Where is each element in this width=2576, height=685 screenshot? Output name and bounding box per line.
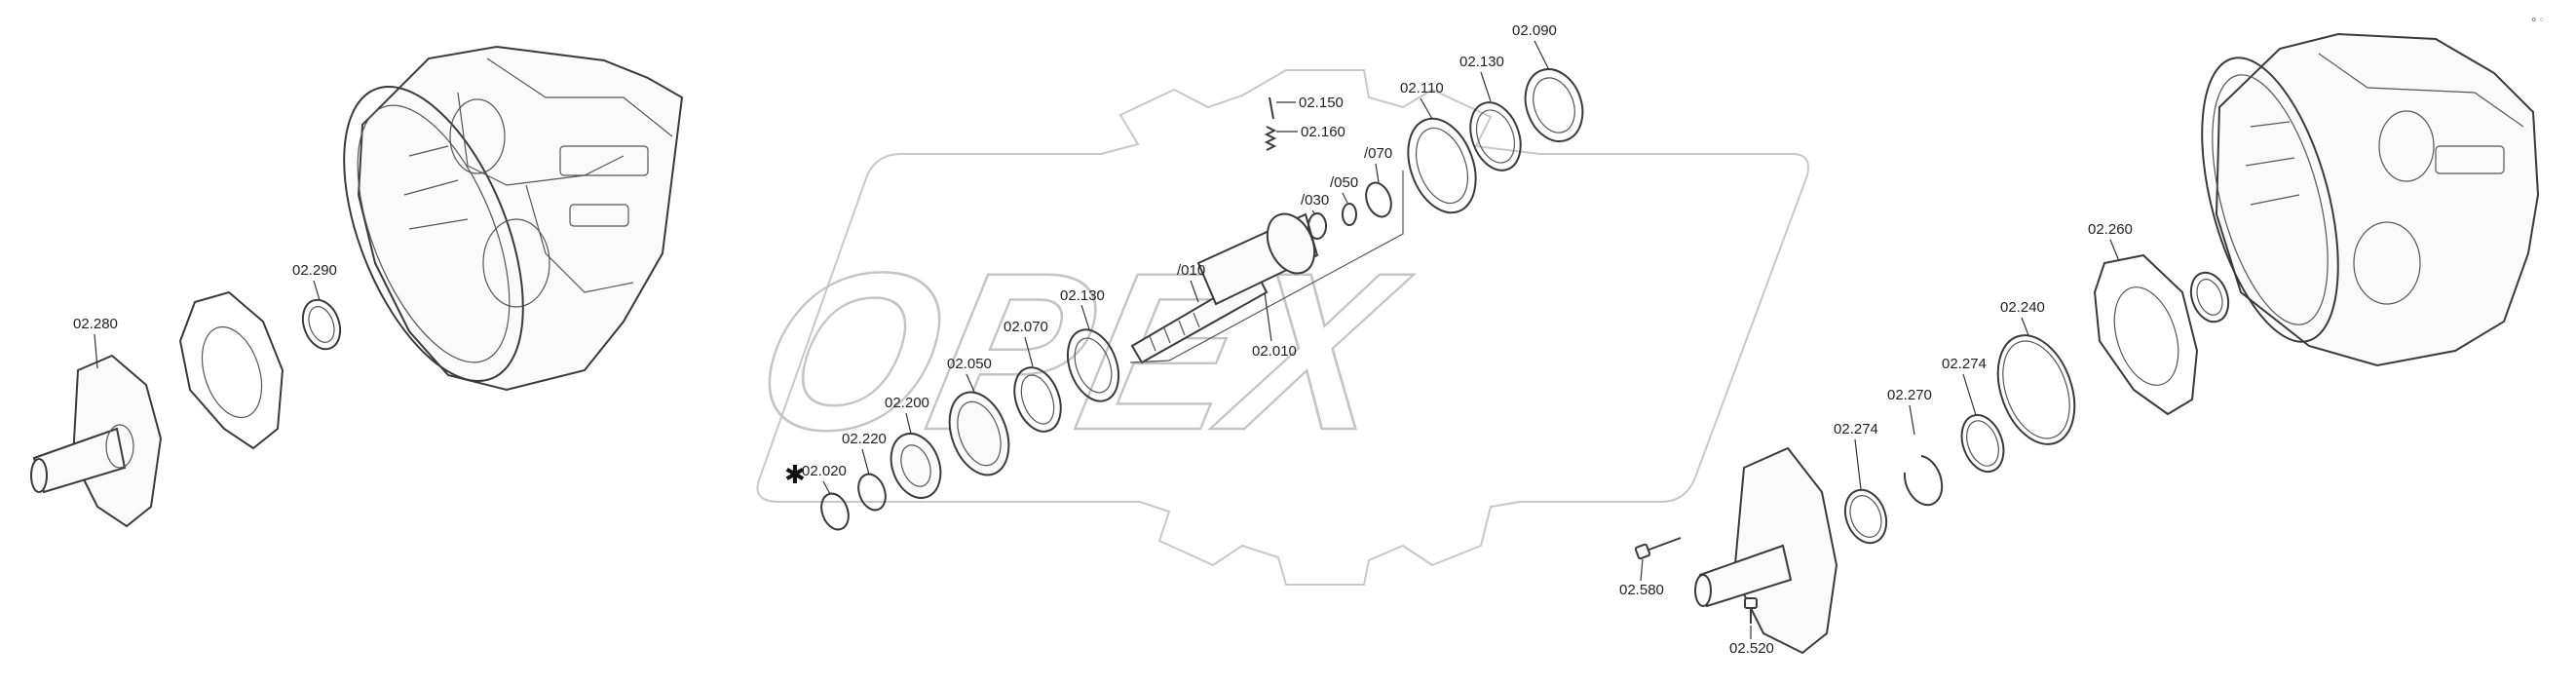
label-02270: 02.270 <box>1887 387 1932 403</box>
gasket-plate-02260 <box>2093 253 2199 416</box>
ring-070 <box>1365 181 1392 218</box>
shim-02240 <box>1996 334 2076 445</box>
label-050: /050 <box>1330 174 1358 191</box>
seal-ring-02290 <box>301 298 342 351</box>
ring-02130-lower <box>1066 328 1120 402</box>
star-marker: ✱ <box>784 461 806 490</box>
bearing-02200 <box>890 433 942 499</box>
label-02110: 02.110 <box>1400 80 1444 96</box>
label-02090: 02.090 <box>1512 22 1557 39</box>
label-02050: 02.050 <box>947 356 992 372</box>
ring-02130-top <box>1469 101 1522 171</box>
ring-02274-lower <box>1843 488 1888 545</box>
label-010: /010 <box>1177 262 1205 279</box>
cover-flange-right <box>1694 446 1838 655</box>
synchro-ring-02090 <box>1524 68 1584 142</box>
ring-02274-upper <box>1960 413 2005 474</box>
ring-050 <box>1342 203 1357 226</box>
right-transmission-housing <box>2201 32 2540 367</box>
label-02010: 02.010 <box>1252 343 1297 360</box>
watermark-brand: OPEX <box>737 226 1424 476</box>
sleeve-02110 <box>1407 117 1477 214</box>
ring-02020 <box>820 492 850 531</box>
label-02160: 02.160 <box>1301 124 1345 140</box>
pin-02150 <box>1269 96 1274 120</box>
label-02130-lower: 02.130 <box>1060 287 1105 304</box>
left-housing-outline <box>357 45 684 392</box>
watermark-gear-outline <box>756 69 1809 586</box>
label-02240: 02.240 <box>2000 299 2045 316</box>
left-transmission-housing <box>343 45 684 392</box>
label-02290: 02.290 <box>292 262 337 279</box>
label-070: /070 <box>1364 145 1392 162</box>
label-030: /030 <box>1301 192 1329 209</box>
bolt-02580 <box>1646 537 1682 552</box>
label-02220: 02.220 <box>842 431 887 447</box>
label-02200: 02.200 <box>885 395 929 411</box>
callout-labels: 02.150 02.160 02.090 02.130 02.110 /070 … <box>73 22 2133 657</box>
label-02130-top: 02.130 <box>1459 54 1504 70</box>
ring-030 <box>1307 212 1327 240</box>
label-02020: 02.020 <box>802 463 847 479</box>
ring-02070 <box>1013 366 1062 433</box>
ring-02220 <box>857 473 887 512</box>
label-02520: 02.520 <box>1729 640 1774 657</box>
label-02280: 02.280 <box>73 316 118 332</box>
corner-mark: ⚬◦ <box>2529 14 2545 26</box>
cover-flange-02280 <box>30 354 163 528</box>
label-02070: 02.070 <box>1004 319 1048 335</box>
circlip-02270 <box>1903 455 1944 507</box>
label-02580: 02.580 <box>1619 582 1664 598</box>
label-02260: 02.260 <box>2088 221 2133 238</box>
seal-ring-right <box>2189 271 2230 323</box>
gear-02050 <box>948 391 1010 476</box>
label-02150: 02.150 <box>1299 95 1344 111</box>
label-02274-upper: 02.274 <box>1942 356 1987 372</box>
spring-02160 <box>1264 126 1277 151</box>
label-02274-lower: 02.274 <box>1834 421 1878 438</box>
input-shaft-02010 <box>1130 212 1319 364</box>
gasket-plate-left <box>178 290 284 450</box>
